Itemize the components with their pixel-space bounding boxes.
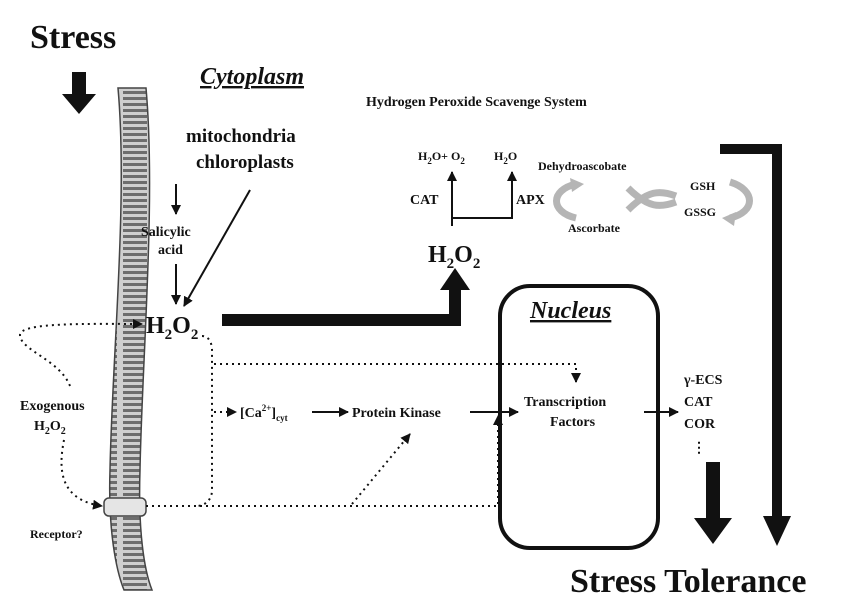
gssg-label: GSSG: [684, 205, 716, 219]
h2o2-dotted-loop: [195, 335, 213, 507]
h2o2-cytoplasm-label: H2O2: [146, 313, 198, 343]
organelle-to-h2o2-arrow: [183, 189, 251, 307]
gene-cat: CAT: [684, 395, 713, 410]
scavenge-to-tolerance-arrowhead: [763, 516, 791, 546]
exogenous-h2o2-label: H2O2: [34, 419, 66, 437]
gene-cor: COR: [684, 417, 716, 432]
h2o2-scavenge-label: H2O2: [428, 242, 480, 272]
h2o2-to-tf-dotted-arrow: [214, 363, 581, 383]
scavenge-branch-lines: [451, 176, 513, 226]
cat-product-label: H2O+ O2: [418, 149, 465, 166]
recycle-arrow-cross-icon: [625, 189, 678, 213]
stress-tolerance-label: Stress Tolerance: [570, 563, 806, 600]
transcription-label: Transcription: [524, 395, 606, 410]
gene-more: ⋮: [692, 441, 706, 456]
receptor-channel: [103, 497, 147, 517]
cytoplasm-label: Cytoplasm: [200, 64, 304, 90]
salicylic-label: Salicylic: [141, 225, 191, 240]
receptor-to-kinase-dotted-arrow: [351, 433, 411, 505]
nucleus-label: Nucleus: [529, 298, 611, 324]
exogenous-to-h2o2-arrow: [18, 318, 143, 387]
cat-label: CAT: [410, 193, 439, 208]
h2o2-transport-arrowhead: [440, 268, 470, 290]
exogenous-label: Exogenous: [20, 399, 85, 414]
scavenge-to-tolerance-line: [720, 144, 782, 520]
exogenous-to-receptor-arrow: [60, 439, 103, 510]
stress-label: Stress: [30, 19, 116, 56]
factors-label: Factors: [550, 415, 596, 430]
acid-label: acid: [158, 243, 183, 258]
gene-gamma-ecs: γ-ECS: [683, 373, 723, 388]
mitochondria-label: mitochondria: [186, 126, 296, 147]
genes-to-tolerance-arrow: [694, 462, 732, 544]
stress-down-arrow: [62, 72, 96, 114]
dehydroascobate-label: Dehydroascobate: [538, 159, 627, 173]
ca-cyt-label: [Ca2+]cyt: [240, 403, 288, 423]
recycle-arrow-left-icon: [553, 180, 578, 222]
protein-kinase-label: Protein Kinase: [352, 406, 441, 421]
h2o2-transport-arrow: [222, 286, 461, 326]
receptor-label: Receptor?: [30, 527, 83, 541]
recycle-arrow-right-icon: [728, 178, 753, 222]
chloroplasts-label: chloroplasts: [196, 152, 294, 173]
ascorbate-label: Ascorbate: [568, 221, 621, 235]
apx-product-label: H2O: [494, 149, 517, 166]
receptor-to-tf-dotted-arrow: [146, 415, 503, 507]
scavenge-title: Hydrogen Peroxide Scavenge System: [366, 95, 587, 110]
apx-label: APX: [516, 193, 545, 208]
gsh-label: GSH: [690, 179, 716, 193]
cell-membrane: [103, 87, 154, 591]
